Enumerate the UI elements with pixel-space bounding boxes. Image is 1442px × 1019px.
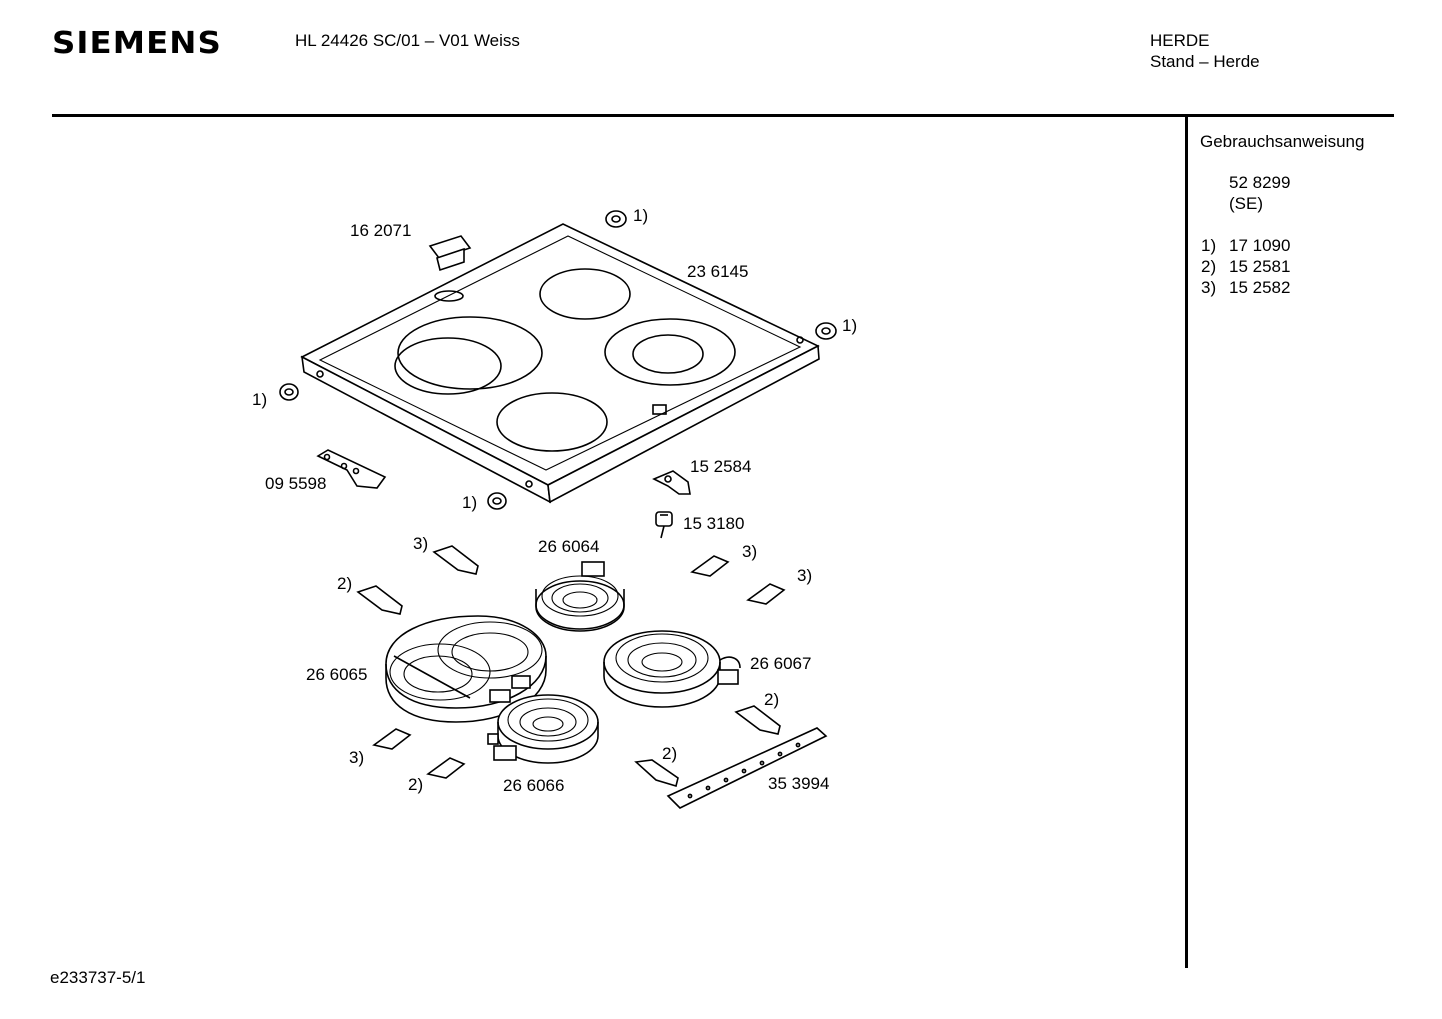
- label-terminal-strip: 35 3994: [768, 774, 830, 793]
- model-title: HL 24426 SC/01 – V01 Weiss: [295, 31, 520, 50]
- exploded-diagram: [279, 210, 837, 809]
- thermostat-part: [655, 511, 673, 539]
- glass-cooktop: [300, 223, 820, 504]
- heating-zone-back: [535, 561, 625, 632]
- callout-3: 3): [413, 534, 429, 553]
- callout-1: 1): [252, 390, 268, 409]
- legend-list: 1) 17 1090 2) 15 2581 3) 15 2582: [1201, 235, 1290, 298]
- label-thermostat: 15 3180: [683, 514, 745, 533]
- sidebar-divider: [1185, 116, 1188, 968]
- terminal-strip-part: [666, 727, 828, 809]
- bracket-right-part: [652, 470, 691, 495]
- clip-parts: [356, 545, 786, 788]
- callout-2: 2): [764, 690, 780, 709]
- label-bracket-left: 09 5598: [265, 474, 327, 493]
- label-bracket-right: 15 2584: [690, 457, 752, 476]
- legend-key: 1): [1201, 236, 1217, 255]
- handle-part: [428, 235, 472, 272]
- legend-item: 3) 15 2582: [1201, 277, 1290, 298]
- manual-heading: Gebrauchsanweisung: [1200, 132, 1365, 151]
- legend-key: 3): [1201, 278, 1217, 297]
- callout-2: 2): [337, 574, 353, 593]
- legend-part: 17 1090: [1229, 236, 1291, 255]
- label-handle: 16 2071: [350, 221, 412, 240]
- header-divider: [52, 114, 1394, 117]
- heating-zone-right: [603, 630, 741, 708]
- legend-part: 15 2582: [1229, 278, 1291, 297]
- callout-3: 3): [349, 748, 365, 767]
- label-zone-front: 26 6066: [503, 776, 565, 795]
- callout-2: 2): [662, 744, 678, 763]
- callout-1: 1): [462, 493, 478, 512]
- category-label: HERDE: [1150, 31, 1210, 50]
- heating-zone-front: [487, 694, 599, 764]
- legend-part: 15 2581: [1229, 257, 1291, 276]
- manual-number: 52 8299: [1229, 173, 1291, 192]
- subcategory-label: Stand – Herde: [1150, 52, 1260, 71]
- callout-3: 3): [797, 566, 813, 585]
- heating-zone-oval: [385, 615, 547, 723]
- callout-1: 1): [842, 316, 858, 335]
- legend-item: 2) 15 2581: [1201, 256, 1290, 277]
- label-zone-oval: 26 6065: [306, 665, 368, 684]
- grommet-part: [279, 210, 837, 510]
- manual-lang: (SE): [1229, 194, 1263, 213]
- label-zone-right: 26 6067: [750, 654, 812, 673]
- siemens-logo: SIEMENS: [52, 26, 222, 61]
- callout-2: 2): [408, 775, 424, 794]
- doc-id: e233737-5/1: [50, 968, 146, 987]
- legend-item: 1) 17 1090: [1201, 235, 1290, 256]
- bracket-left-part: [316, 449, 387, 489]
- callout-1: 1): [633, 206, 649, 225]
- label-glass-top: 23 6145: [687, 262, 749, 281]
- legend-key: 2): [1201, 257, 1217, 276]
- label-zone-back: 26 6064: [538, 537, 600, 556]
- callout-3: 3): [742, 542, 758, 561]
